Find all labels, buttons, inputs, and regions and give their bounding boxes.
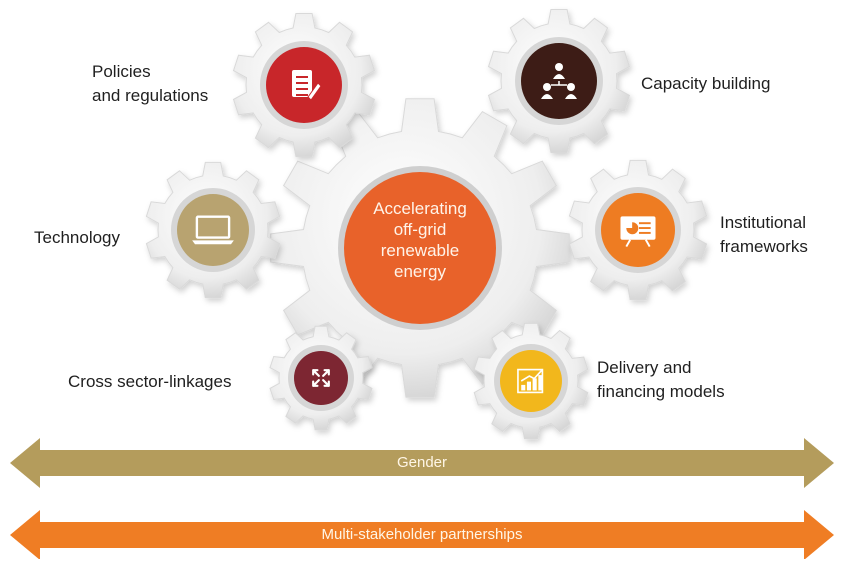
label-technology-line-1: Technology (34, 228, 121, 247)
gear-capacity (487, 9, 631, 153)
label-policies: Policies and regulations (92, 60, 208, 108)
center-title: Accelerating off-grid renewable energy (355, 198, 485, 282)
gender-arrow-shape (10, 438, 834, 488)
gear-cross-sector (269, 325, 373, 431)
gender-arrow (10, 438, 834, 488)
partnerships-label: Multi-stakeholder partnerships (321, 526, 523, 543)
label-institutional-line-2: frameworks (720, 237, 808, 256)
gear-policies (232, 13, 376, 157)
document-pen-icon (292, 70, 322, 101)
central-gear (270, 98, 570, 398)
label-institutional-line-1: Institutional (720, 213, 806, 232)
label-institutional: Institutional frameworks (720, 211, 808, 259)
gear-institutional (568, 159, 708, 301)
partnerships-arrow-shape (10, 510, 834, 560)
bar-chart-icon (517, 368, 544, 394)
laptop-icon (192, 215, 234, 245)
gear-technology-circle (177, 194, 249, 266)
label-cross-sector: Cross sector-linkages (68, 370, 231, 394)
label-delivery: Delivery and financing models (597, 356, 725, 404)
label-capacity-building: Capacity building (641, 72, 770, 96)
label-delivery-line-1: Delivery and (597, 358, 692, 377)
gear-delivery (473, 322, 589, 440)
expand-arrows-icon (312, 369, 330, 387)
gear-technology (145, 161, 281, 299)
people-network-icon (541, 63, 577, 99)
label-capacity-line-1: Capacity building (641, 74, 771, 93)
label-technology: Technology (34, 226, 120, 250)
partnerships-arrow (10, 510, 834, 560)
label-policies-line-2: and regulations (92, 86, 209, 105)
label-policies-line-1: Policies (92, 62, 151, 81)
center-line-1: Accelerating (373, 199, 467, 218)
presentation-board-icon (620, 216, 656, 248)
center-line-3: renewable (380, 241, 460, 260)
gears-group (145, 9, 708, 440)
label-delivery-line-2: financing models (597, 382, 725, 401)
gear-cross-sector-circle (294, 351, 348, 405)
center-line-4: energy (394, 262, 446, 281)
center-circle (344, 172, 496, 324)
center-line-2: off-grid (393, 220, 447, 239)
gender-label: Gender (396, 454, 448, 471)
gear-delivery-circle (500, 350, 562, 412)
label-cross-sector-line-1: Cross sector-linkages (68, 372, 232, 391)
